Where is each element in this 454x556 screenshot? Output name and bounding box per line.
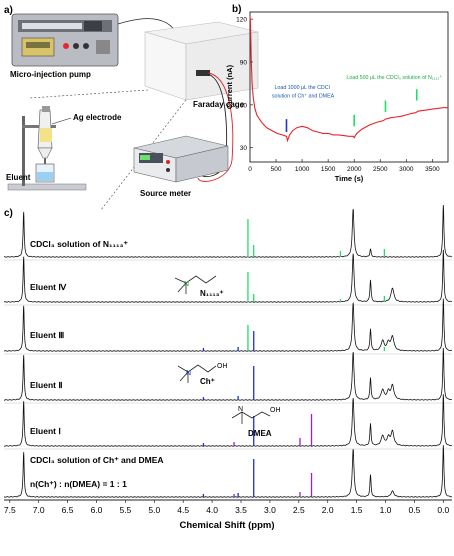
electrode-label: Ag electrode <box>73 113 122 122</box>
structure-oh: OH <box>270 407 281 414</box>
x-tick-label: 6.0 <box>91 505 103 515</box>
x-tick-label: 0.0 <box>437 505 449 515</box>
y-axis-title: Current (nA) <box>225 64 234 109</box>
x-axis-title: Chemical Shift (ppm) <box>179 520 274 531</box>
current-time-chart: b) 0 500 1000 1500 2000 2500 3000 3500 30 60 90 120T… <box>225 4 449 183</box>
structure-label: Ch⁺ <box>200 377 215 386</box>
x-tick-label: 3.5 <box>235 505 247 515</box>
current-series-line <box>249 16 448 143</box>
x-tick-label: 6.5 <box>62 505 74 515</box>
nmr-spectrum-trace <box>3 249 453 303</box>
spectrum-label: Eluent Ⅱ <box>30 380 63 390</box>
spectrum-label: Eluent Ⅰ <box>30 426 61 436</box>
x-tick-label: 7.5 <box>4 505 16 515</box>
x-tick-label: 4.0 <box>206 505 218 515</box>
spectrum-label: CDCl₃ solution of Ch⁺ and DMEA <box>30 455 164 465</box>
x-tick-label: 1.5 <box>351 505 363 515</box>
panel-c-label: c) <box>4 208 13 219</box>
x-tick-label: 500 <box>271 166 282 173</box>
faraday-cage-label: Faraday cage <box>193 100 245 109</box>
x-tick-label: 1000 <box>295 166 310 173</box>
x-tick-label: 3000 <box>399 166 414 173</box>
y-tick-label: 90 <box>240 60 248 67</box>
panel-a-label: a) <box>4 5 13 16</box>
x-tick-label: 2000 <box>347 166 362 173</box>
nmr-spectrum-trace <box>4 204 452 258</box>
x-tick-label: 0 <box>248 166 252 173</box>
annotation-ch-line2: solution of Ch⁺ and DMEA <box>272 94 335 100</box>
x-axis-title: Time (s) <box>335 174 364 183</box>
x-tick-label: 2500 <box>373 166 388 173</box>
structure-bond <box>177 364 217 373</box>
y-tick-label: 30 <box>240 145 248 152</box>
structure-bond <box>231 411 271 419</box>
spectrum-label: Eluent Ⅳ <box>30 282 67 292</box>
pump-label: Micro-injection pump <box>10 70 91 79</box>
structure-label: DMEA <box>248 429 272 438</box>
structure-bond <box>174 275 217 284</box>
nmr-spectrum-trace <box>4 445 452 498</box>
x-tick-label: 7.0 <box>33 505 45 515</box>
nmr-spectrum-trace <box>4 298 453 352</box>
spectrum-label-ratio: n(Ch⁺) : n(DMEA) = 1 : 1 <box>30 479 127 489</box>
spectrum-label: Eluent Ⅲ <box>30 330 64 340</box>
x-tick-label: 1.0 <box>380 505 392 515</box>
source-meter-icon <box>133 135 229 183</box>
plot-frame <box>249 11 449 163</box>
x-tick-label: 3.0 <box>264 505 276 515</box>
micro-injection-pump-icon <box>11 13 119 67</box>
x-tick-label: 1500 <box>321 166 336 173</box>
structure-bond <box>179 371 189 383</box>
x-tick-label: 5.5 <box>119 505 131 515</box>
faraday-cage-icon <box>144 21 259 101</box>
panel-b-label: b) <box>232 4 241 15</box>
eluent-label: Eluent <box>6 173 31 182</box>
x-tick-label: 5.0 <box>148 505 160 515</box>
structure-bond <box>177 282 187 294</box>
x-tick-label: 2.0 <box>322 505 334 515</box>
structure-atom: N <box>184 281 189 288</box>
annotation-ch-line1: Load 1000 μL the CDCl <box>274 85 329 91</box>
annotation-n1113: Load 500 μL the CDCl₃ solution of N₁₁₁₃⁺ <box>346 75 442 81</box>
structure-label: N₁₁₁₃⁺ <box>200 289 224 298</box>
y-tick-label: 120 <box>236 17 247 24</box>
structure-atom: N <box>238 406 243 413</box>
apparatus-illustration: a) Micro-injection pump Faraday cage <box>4 5 259 210</box>
spectrum-label: CDCl₃ solution of N₁₁₁₃⁺ <box>30 239 128 249</box>
structure-oh: OH <box>217 363 228 370</box>
structure-atom: N <box>186 370 191 377</box>
nmr-spectrum-trace <box>4 347 452 401</box>
x-tick-label: 2.5 <box>293 505 305 515</box>
x-tick-label: 0.5 <box>409 505 421 515</box>
y-tick-label: 60 <box>240 102 248 109</box>
column-stand-icon <box>7 106 87 191</box>
nmr-spectrum-trace <box>3 394 453 447</box>
x-tick-label: 3500 <box>425 166 440 173</box>
source-meter-label: Source meter <box>140 189 191 198</box>
x-tick-label: 4.5 <box>177 505 189 515</box>
